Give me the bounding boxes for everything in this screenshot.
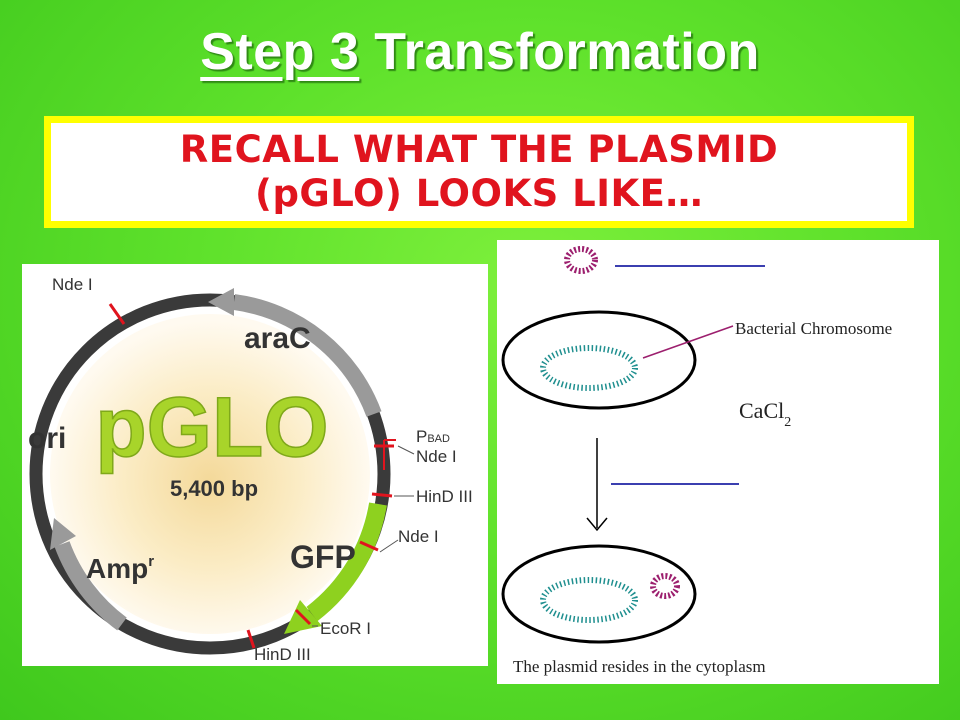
bacterium-before (501, 310, 697, 410)
plasmid-map: pGLO 5,400 bp araC ori Ampr GFP Nde I PB… (28, 275, 473, 664)
transformation-diagram: Bacterial Chromosome CaCl2 The plasmid r… (501, 246, 892, 676)
plasmid-map-panel: pGLO 5,400 bp araC ori Ampr GFP Nde I PB… (22, 264, 488, 666)
site-mark-nde-top (108, 303, 126, 325)
plasmid-ring (29, 293, 391, 655)
caption: The plasmid resides in the cytoplasm (513, 657, 766, 676)
process-arrow-head (586, 517, 608, 532)
amp-arrowhead (50, 518, 76, 550)
label-nde-mid: Nde I (416, 447, 457, 466)
plasmid-size: 5,400 bp (170, 476, 258, 501)
recall-box: RECALL WHAT THE PLASMID (pGLO) LOOKS LIK… (44, 116, 914, 228)
leader-nde-low (379, 539, 399, 553)
label-amp: Ampr (86, 553, 154, 584)
internal-plasmid-icon (650, 573, 680, 599)
label-ecor: EcoR I (320, 619, 371, 638)
plasmid-name: pGLO (95, 380, 328, 474)
arac-arrowhead (208, 288, 234, 316)
label-nde-low: Nde I (398, 527, 439, 546)
recall-line-2: (pGLO) LOOKS LIKE… (255, 172, 703, 215)
transformation-panel: Bacterial Chromosome CaCl2 The plasmid r… (497, 240, 939, 684)
site-mark-nde-low (359, 540, 379, 552)
label-hind-bottom: HinD III (254, 645, 311, 664)
title-step: Step 3 (200, 23, 360, 81)
chromosome-label: Bacterial Chromosome (735, 319, 892, 338)
plasmid-interior (50, 314, 370, 634)
slide-title: Step 3 Transformation (0, 22, 960, 82)
chromosome-leader (642, 325, 734, 359)
title-rest: Transformation (359, 23, 760, 81)
label-pbad: PBAD (416, 427, 450, 446)
label-nde-top: Nde I (52, 275, 93, 294)
label-ori: ori (28, 422, 66, 455)
bacterium-after (501, 544, 697, 644)
site-mark-ecor (294, 608, 312, 626)
arac-arrow (232, 294, 382, 417)
pbad-arrow (383, 439, 396, 470)
label-arac: araC (244, 322, 311, 355)
chromosome-after (540, 577, 638, 623)
amp-arrow (54, 541, 127, 631)
reagent-label: CaCl2 (739, 398, 791, 430)
label-gfp: GFP (290, 539, 356, 575)
recall-line-1: RECALL WHAT THE PLASMID (179, 128, 779, 171)
site-mark-hind-mid (371, 492, 393, 498)
free-plasmid-icon (564, 246, 598, 274)
chromosome-before (540, 345, 638, 391)
site-mark-hind-bottom (246, 629, 256, 649)
label-hind-mid: HinD III (416, 487, 473, 506)
gfp-arrow (306, 502, 387, 622)
leader-nde-mid (397, 445, 415, 455)
